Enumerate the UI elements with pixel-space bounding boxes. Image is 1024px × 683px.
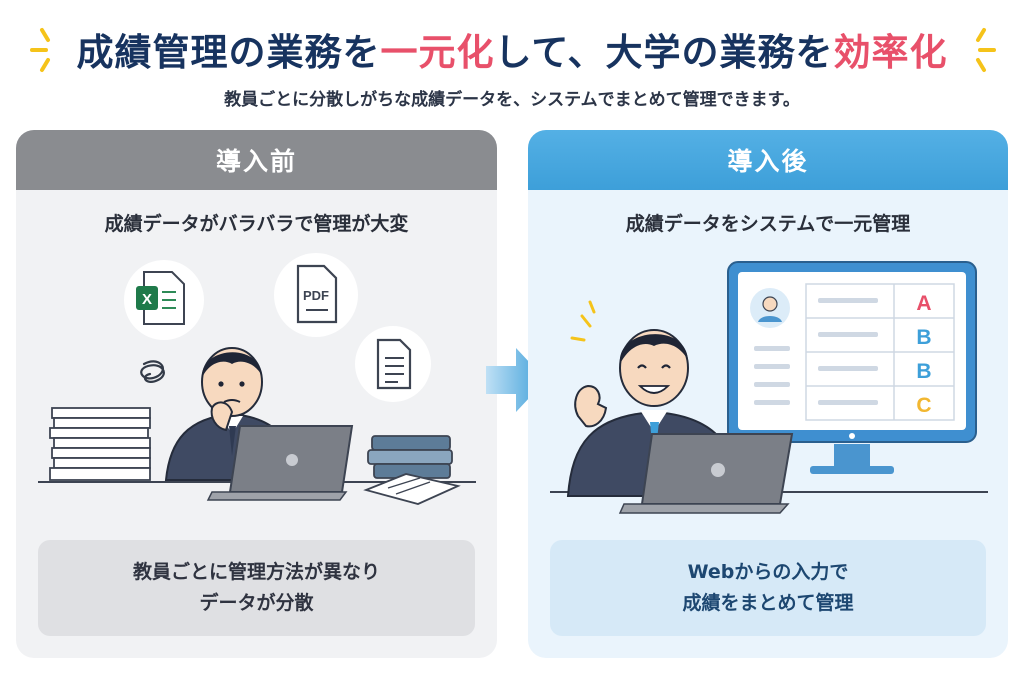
- after-summary-line-1: Webからの入力で: [687, 561, 849, 583]
- laptop-icon: [206, 425, 354, 501]
- excel-file-icon: X: [136, 271, 185, 325]
- after-panel: 導入後 成績データをシステムで一元管理: [528, 130, 1008, 658]
- before-summary-line-1: 教員ごとに管理方法が異なり: [132, 561, 380, 583]
- page-title: 成績管理の業務を一元化して、大学の業務を効率化: [0, 22, 1024, 76]
- title-highlight-2: 効率化: [833, 31, 948, 74]
- before-summary-line-2: データが分散: [199, 592, 314, 614]
- before-panel-heading: 導入前: [16, 130, 497, 190]
- after-summary-box: Webからの入力で 成績をまとめて管理: [550, 540, 986, 636]
- after-panel-heading: 導入後: [528, 130, 1008, 190]
- grade-cell-3: B: [916, 360, 931, 383]
- page-subtitle: 教員ごとに分散しがちな成績データを、システムでまとめて管理できます。: [224, 90, 800, 110]
- document-icon: [376, 338, 412, 390]
- after-panel-caption: 成績データをシステムで一元管理: [625, 213, 911, 235]
- grade-cell-1: A: [916, 292, 931, 315]
- pdf-icon-label: PDF: [303, 288, 329, 303]
- book-stack-icon: [363, 435, 461, 505]
- before-panel-caption: 成績データがバラバラで管理が大変: [104, 213, 409, 235]
- before-illustration: X PDF: [38, 253, 476, 505]
- excel-icon-letter: X: [142, 291, 152, 308]
- title-part-2: して、大学の業務を: [494, 31, 834, 74]
- after-illustration: A B B C: [550, 261, 988, 514]
- title-highlight-1: 一元化: [380, 31, 495, 74]
- title-part-1: 成績管理の業務を: [76, 31, 381, 74]
- monitor-icon: A B B C: [727, 261, 977, 474]
- laptop-icon: [618, 433, 794, 514]
- sparkle-icon: [570, 300, 596, 342]
- paper-stack-icon: [49, 407, 151, 481]
- grade-cell-4: C: [916, 394, 931, 417]
- after-summary-line-2: 成績をまとめて管理: [682, 592, 854, 614]
- sparkle-icon-left: [30, 28, 50, 72]
- sparkle-icon-right: [976, 28, 996, 72]
- before-summary-box: 教員ごとに管理方法が異なり データが分散: [38, 540, 475, 636]
- stress-scribble-icon: [140, 360, 165, 383]
- before-panel: 導入前 成績データがバラバラで管理が大変 X PDF: [16, 130, 497, 658]
- grade-cell-2: B: [916, 326, 931, 349]
- pdf-file-icon: PDF: [296, 264, 338, 324]
